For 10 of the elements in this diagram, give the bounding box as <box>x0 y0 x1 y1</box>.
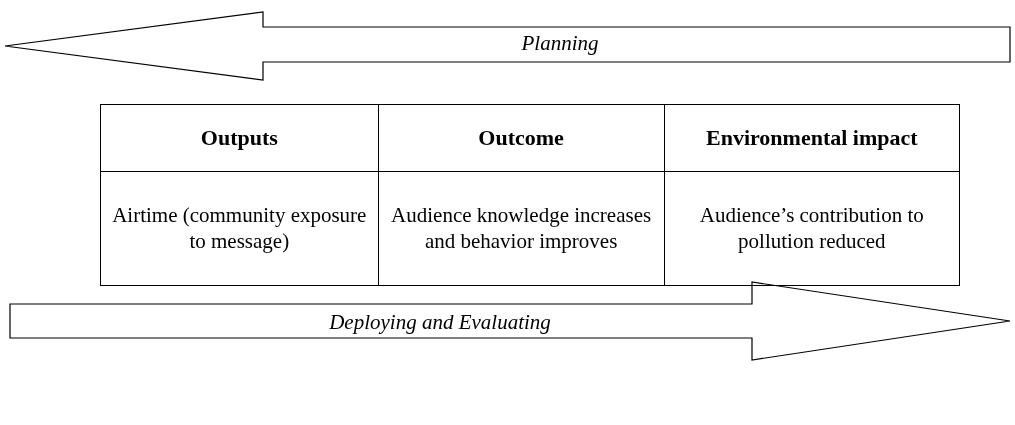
arrow-label: Planning <box>521 30 599 56</box>
column-header: Environmental impact <box>664 104 960 172</box>
column-header: Outputs <box>100 104 379 172</box>
arrow-label: Deploying and Evaluating <box>329 309 551 335</box>
block-arrow <box>5 12 1010 80</box>
block-arrow <box>10 282 1010 360</box>
table-text: Audience knowledge increases and behavior improves <box>378 171 665 286</box>
table-text: Audience’s contribution to pollution reduced <box>664 171 960 286</box>
table-text: Airtime (community exposure to message) <box>100 171 379 286</box>
column-header: Outcome <box>378 104 665 172</box>
